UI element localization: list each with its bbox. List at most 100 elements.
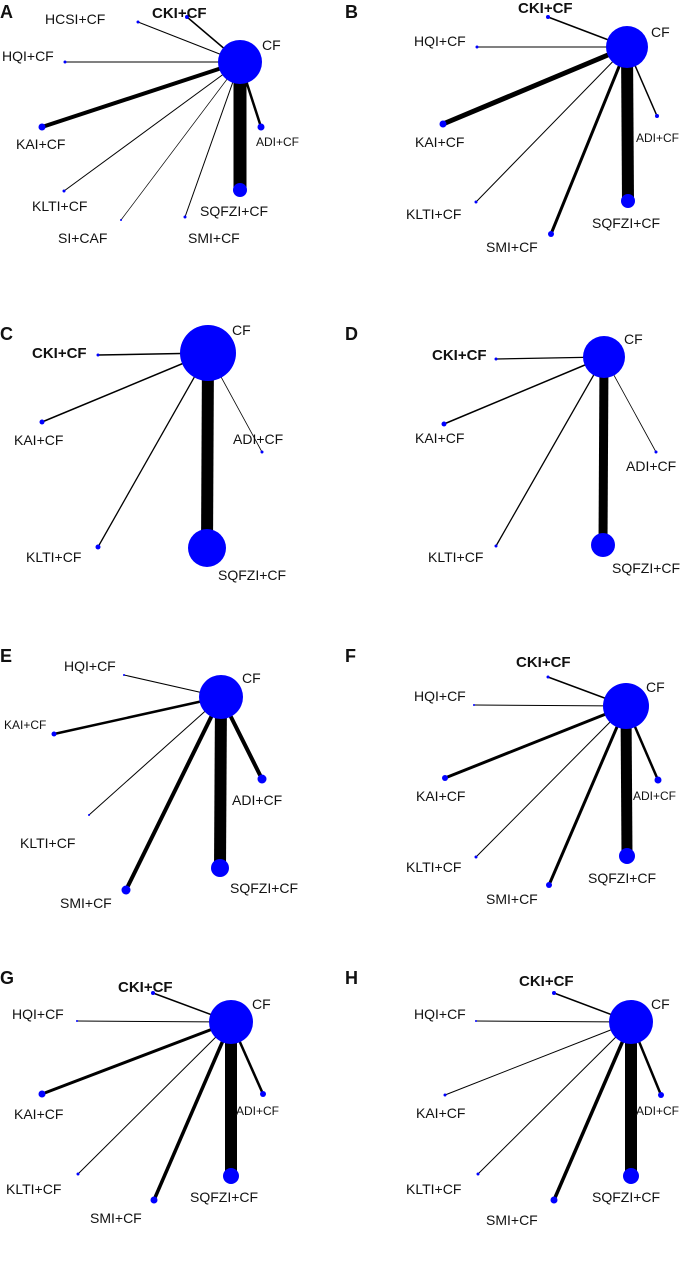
- node-label-hqi: HQI+CF: [414, 1006, 466, 1022]
- edge-cf-klti: [88, 696, 222, 816]
- panel-letter-e: E: [0, 646, 12, 666]
- node-label-kai: KAI+CF: [16, 136, 65, 152]
- node-klti: [476, 1172, 480, 1176]
- node-cki: [96, 353, 100, 357]
- node-label-cki: CKI+CF: [518, 0, 573, 17]
- edge-cf-sqfzi: [598, 356, 609, 546]
- node-label-hqi: HQI+CF: [414, 688, 466, 704]
- node-cf: [209, 1000, 253, 1044]
- node-label-klti: KLTI+CF: [20, 835, 75, 851]
- node-si: [120, 219, 122, 221]
- panel-letter-g: G: [0, 968, 14, 988]
- node-label-adi: ADI+CF: [636, 131, 679, 145]
- node-label-cf: CF: [646, 679, 665, 695]
- node-adi: [260, 1091, 266, 1097]
- node-kai: [439, 120, 447, 128]
- panel-letter-f: F: [345, 646, 356, 666]
- node-cf: [218, 40, 262, 84]
- node-label-si: SI+CAF: [58, 230, 107, 246]
- node-label-sqfzi: SQFZI+CF: [592, 215, 660, 231]
- node-label-sqfzi: SQFZI+CF: [230, 880, 298, 896]
- panel-letter-d: D: [345, 324, 358, 344]
- edge-cf-sqfzi: [620, 705, 633, 857]
- node-label-kai: KAI+CF: [4, 718, 46, 732]
- node-cki: [552, 991, 556, 995]
- edge-cf-klti: [475, 46, 628, 203]
- edge-cf-smi: [184, 61, 241, 218]
- edge-cf-sqfzi: [214, 696, 227, 869]
- node-smi: [150, 1196, 158, 1204]
- node-smi: [550, 1196, 558, 1204]
- node-cf: [603, 683, 649, 729]
- node-label-adi: ADI+CF: [256, 135, 299, 149]
- node-smi: [548, 231, 554, 237]
- node-label-sqfzi: SQFZI+CF: [588, 870, 656, 886]
- node-adi: [257, 774, 267, 784]
- node-label-hqi: HQI+CF: [414, 33, 466, 49]
- edge-cf-kai: [444, 1021, 632, 1096]
- edge-cf-smi: [549, 46, 629, 235]
- node-label-klti: KLTI+CF: [428, 549, 483, 565]
- edge-cf-kai: [53, 695, 222, 736]
- edge-cf-hqi: [475, 1020, 632, 1023]
- node-label-cf: CF: [624, 331, 643, 347]
- node-label-hqi: HQI+CF: [2, 48, 54, 64]
- node-kai: [441, 421, 447, 427]
- node-label-klti: KLTI+CF: [32, 198, 87, 214]
- node-label-cf: CF: [232, 322, 251, 338]
- node-label-klti: KLTI+CF: [406, 1181, 461, 1197]
- edge-cf-klti: [63, 61, 241, 192]
- node-adi: [655, 114, 659, 118]
- node-adi: [260, 450, 264, 454]
- edge-cf-kai: [41, 352, 209, 423]
- node-label-adi: ADI+CF: [236, 1104, 279, 1118]
- node-label-cki: CKI+CF: [32, 345, 87, 362]
- node-label-sqfzi: SQFZI+CF: [200, 203, 268, 219]
- node-hqi: [76, 1020, 78, 1022]
- node-label-cki: CKI+CF: [152, 5, 207, 22]
- node-klti: [88, 814, 90, 816]
- node-kai: [443, 1093, 447, 1097]
- node-sqfzi: [621, 194, 635, 208]
- edge-cf-klti: [77, 1021, 232, 1175]
- node-label-sqfzi: SQFZI+CF: [592, 1189, 660, 1205]
- node-smi: [546, 882, 552, 888]
- node-sqfzi: [623, 1168, 639, 1184]
- edge-cf-si: [120, 61, 241, 221]
- node-sqfzi: [619, 848, 635, 864]
- node-label-kai: KAI+CF: [415, 430, 464, 446]
- node-klti: [474, 200, 478, 204]
- node-label-klti: KLTI+CF: [6, 1181, 61, 1197]
- node-label-klti: KLTI+CF: [406, 859, 461, 875]
- node-label-sqfzi: SQFZI+CF: [190, 1189, 258, 1205]
- node-label-cki: CKI+CF: [519, 973, 574, 990]
- node-sqfzi: [223, 1168, 239, 1184]
- node-label-cki: CKI+CF: [118, 979, 173, 996]
- node-label-hqi: HQI+CF: [12, 1006, 64, 1022]
- edge-cf-kai: [41, 1020, 232, 1096]
- edge-cf-kai: [442, 44, 628, 127]
- node-klti: [494, 544, 498, 548]
- node-hqi: [475, 45, 479, 49]
- node-label-kai: KAI+CF: [14, 432, 63, 448]
- node-smi: [121, 885, 131, 895]
- node-hcsi: [136, 20, 140, 24]
- node-label-adi: ADI+CF: [232, 792, 282, 808]
- node-cki: [546, 675, 550, 679]
- node-label-smi: SMI+CF: [486, 1212, 538, 1228]
- node-label-kai: KAI+CF: [415, 134, 464, 150]
- node-sqfzi: [188, 529, 226, 567]
- panel-c-edges: [41, 352, 263, 549]
- node-label-klti: KLTI+CF: [26, 549, 81, 565]
- node-label-cf: CF: [242, 670, 261, 686]
- edge-cf-kai: [444, 704, 627, 780]
- node-cf: [583, 336, 625, 378]
- edge-cf-smi: [552, 1021, 633, 1201]
- panel-h-edges: [444, 992, 663, 1201]
- node-hqi: [475, 1020, 477, 1022]
- node-hqi: [123, 674, 125, 676]
- node-hqi: [63, 60, 67, 64]
